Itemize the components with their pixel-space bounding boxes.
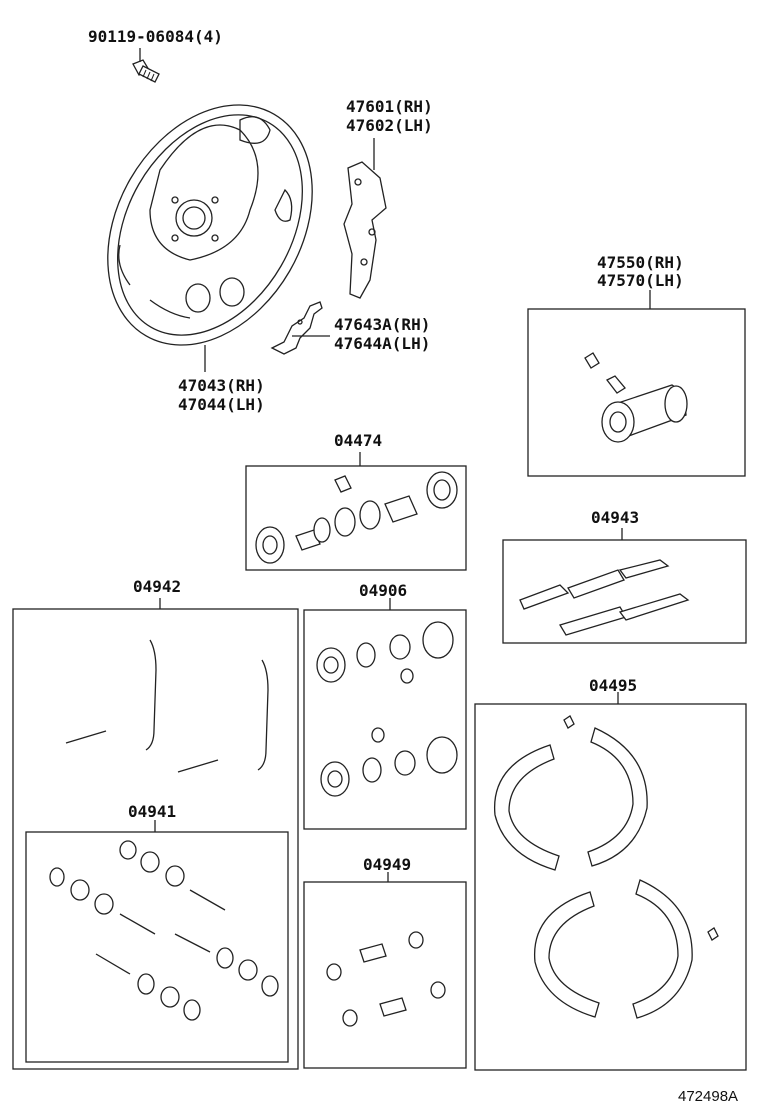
kit-04906-parts[interactable] (316, 621, 458, 797)
label-backing-plate-lh: 47044(LH) (178, 395, 265, 414)
figure-number: 472498A (678, 1088, 739, 1105)
kit-04941-parts[interactable] (49, 840, 279, 1021)
kit-04943-parts[interactable] (519, 559, 690, 636)
kit-04949-parts[interactable] (326, 931, 446, 1027)
label-wheel-cyl-rh: 47550(RH) (597, 253, 684, 272)
label-kit-04943: 04943 (591, 508, 640, 527)
label-kit-04906: 04906 (359, 581, 408, 600)
label-kit-04941: 04941 (128, 802, 177, 821)
label-shoe-anchor-rh: 47601(RH) (346, 97, 433, 116)
label-shoe-anchor-lh: 47602(LH) (346, 116, 433, 135)
kit-04495-brake-shoes[interactable] (493, 715, 719, 1019)
lever-part[interactable] (270, 301, 330, 355)
label-kit-04495: 04495 (589, 676, 638, 695)
wheel-cylinder-part[interactable] (584, 352, 688, 443)
kit-04942-springs[interactable] (65, 639, 269, 773)
label-lever-lh: 47644A(LH) (334, 334, 431, 353)
bolt-part[interactable] (132, 48, 160, 83)
shoe-anchor-part[interactable] (343, 138, 387, 299)
label-backing-plate-rh: 47043(RH) (178, 376, 265, 395)
kit-04474-parts[interactable] (255, 471, 458, 564)
label-kit-04949: 04949 (363, 855, 412, 874)
backing-plate-part[interactable] (66, 68, 353, 382)
label-kit-04942: 04942 (133, 577, 182, 596)
label-wheel-cyl-lh: 47570(LH) (597, 271, 684, 290)
label-lever-rh: 47643A(RH) (334, 315, 431, 334)
label-bolt: 90119-06084(4) (88, 27, 223, 46)
label-kit-04474: 04474 (334, 431, 383, 450)
